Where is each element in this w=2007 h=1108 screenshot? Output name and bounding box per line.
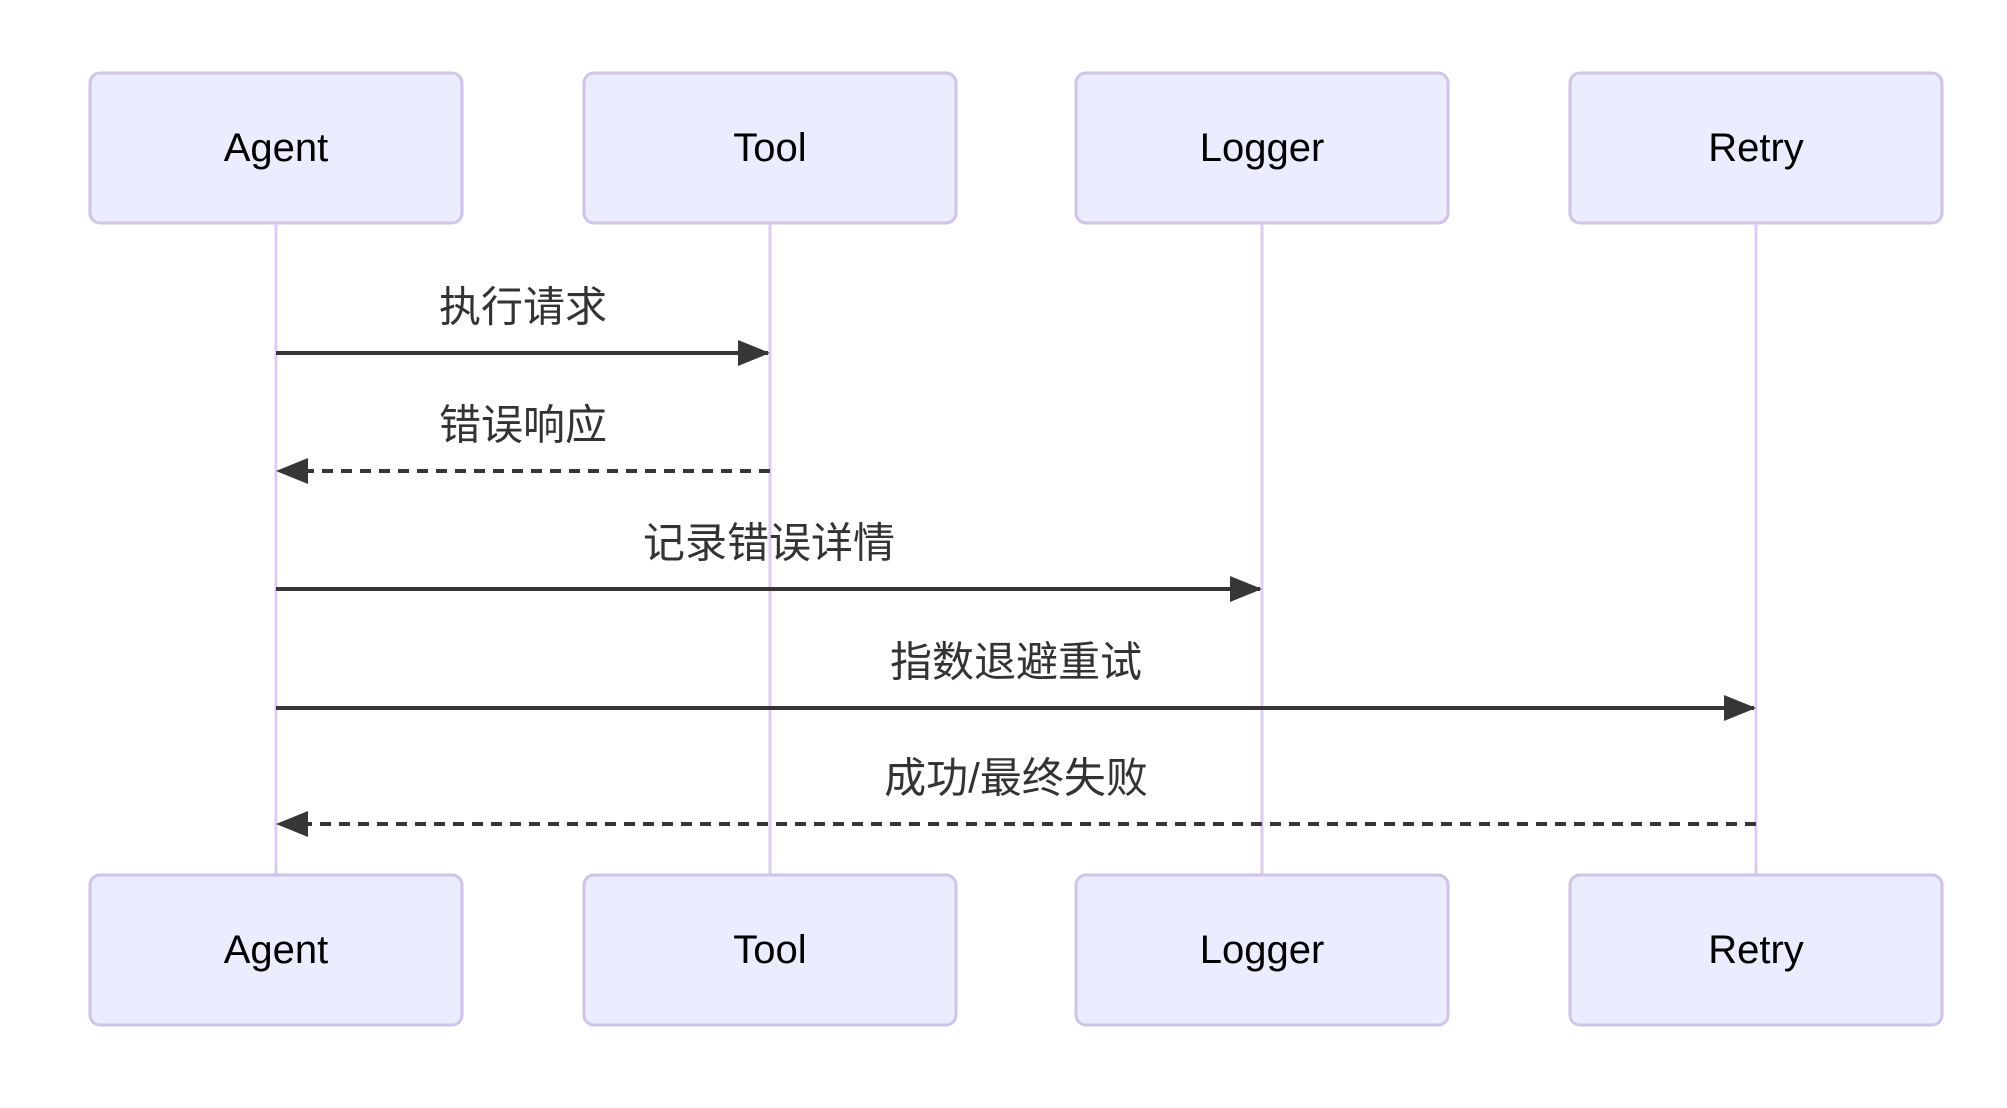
- actors-bottom: Agent Tool Logger Retry: [88, 873, 1944, 1027]
- actor-label-logger-top: Logger: [1200, 126, 1325, 170]
- message-label-4: 指数退避重试: [890, 639, 1142, 686]
- actor-label-tool-bottom: Tool: [733, 928, 806, 972]
- actor-box-retry-top: [1568, 71, 1944, 225]
- message-label-5: 成功/最终失败: [884, 755, 1148, 802]
- actor-box-tool-bottom: [582, 873, 958, 1027]
- actor-box-agent-top: [88, 71, 464, 225]
- actor-box-retry-bottom: [1568, 873, 1944, 1027]
- actor-box-logger-bottom: [1074, 873, 1450, 1027]
- message-label-2: 错误响应: [439, 402, 607, 449]
- actor-label-retry-bottom: Retry: [1708, 928, 1804, 972]
- actor-box-tool-top: [582, 71, 958, 225]
- actor-box-logger-top: [1074, 71, 1450, 225]
- lifelines: [274, 223, 1758, 875]
- actor-label-agent-top: Agent: [224, 126, 329, 170]
- message-label-3: 记录错误详情: [643, 520, 895, 567]
- actor-label-tool-top: Tool: [733, 126, 806, 170]
- messages: 执行请求 错误响应 记录错误详情 指数退避重试 成功/最终失败: [276, 284, 1756, 837]
- actor-label-logger-bottom: Logger: [1200, 928, 1325, 972]
- actor-label-retry-top: Retry: [1708, 126, 1804, 170]
- actor-box-agent-bottom: [88, 873, 464, 1027]
- message-label-1: 执行请求: [439, 284, 607, 331]
- actors-top: Agent Tool Logger Retry: [88, 71, 1944, 225]
- actor-label-agent-bottom: Agent: [224, 928, 329, 972]
